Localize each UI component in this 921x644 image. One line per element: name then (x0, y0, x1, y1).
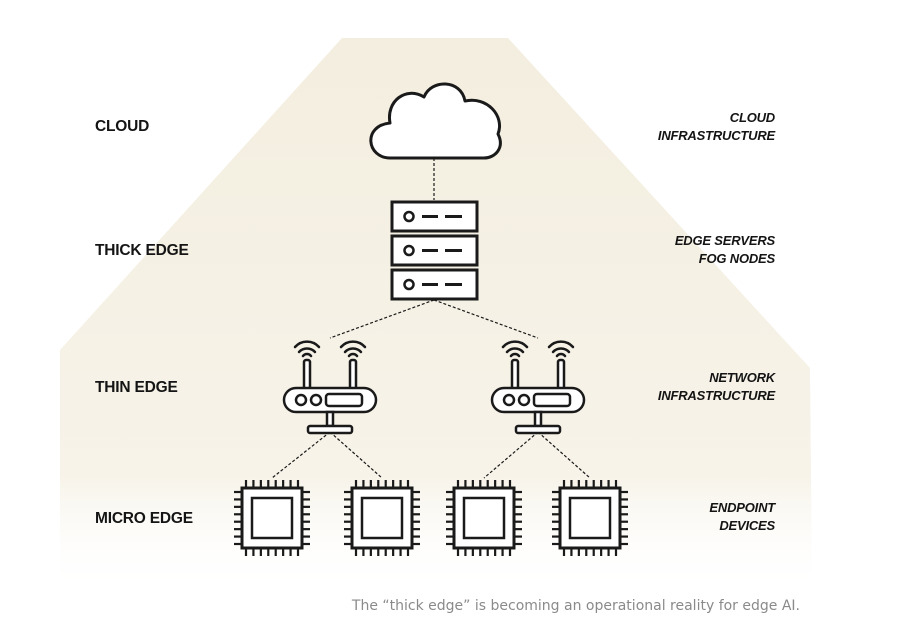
wifi-router-icon (490, 340, 586, 435)
wifi-router-icon (282, 340, 378, 435)
tier-description-thin-edge: NETWORK INFRASTRUCTURE (600, 369, 775, 405)
tier-description-thick-edge: EDGE SERVERS FOG NODES (600, 232, 775, 268)
chip-icon (344, 480, 420, 556)
description-line: ENDPOINT (709, 500, 775, 515)
tier-label-thick-edge: THICK EDGE (95, 242, 189, 259)
tier-label-thin-edge: THIN EDGE (95, 379, 178, 396)
chip-icon (552, 480, 628, 556)
tier-description-micro-edge: ENDPOINT DEVICES (600, 499, 775, 535)
pyramid-background (60, 38, 812, 585)
tier-label-cloud: CLOUD (95, 118, 150, 135)
chip-icon (234, 480, 310, 556)
description-line: NETWORK (709, 370, 775, 385)
description-line: CLOUD (729, 110, 775, 125)
description-line: INFRASTRUCTURE (657, 128, 775, 143)
tier-description-cloud: CLOUD INFRASTRUCTURE (600, 109, 775, 145)
connector-lines (271, 158, 591, 479)
description-line: DEVICES (719, 518, 775, 533)
description-line: INFRASTRUCTURE (657, 388, 775, 403)
tier-label-micro-edge: MICRO EDGE (95, 510, 193, 527)
server-rack-icon (390, 200, 479, 301)
description-line: EDGE SERVERS (674, 233, 775, 248)
figure-caption: The “thick edge” is becoming an operatio… (351, 598, 800, 614)
chip-icon (446, 480, 522, 556)
description-line: FOG NODES (698, 251, 775, 266)
cloud-icon (369, 82, 502, 160)
